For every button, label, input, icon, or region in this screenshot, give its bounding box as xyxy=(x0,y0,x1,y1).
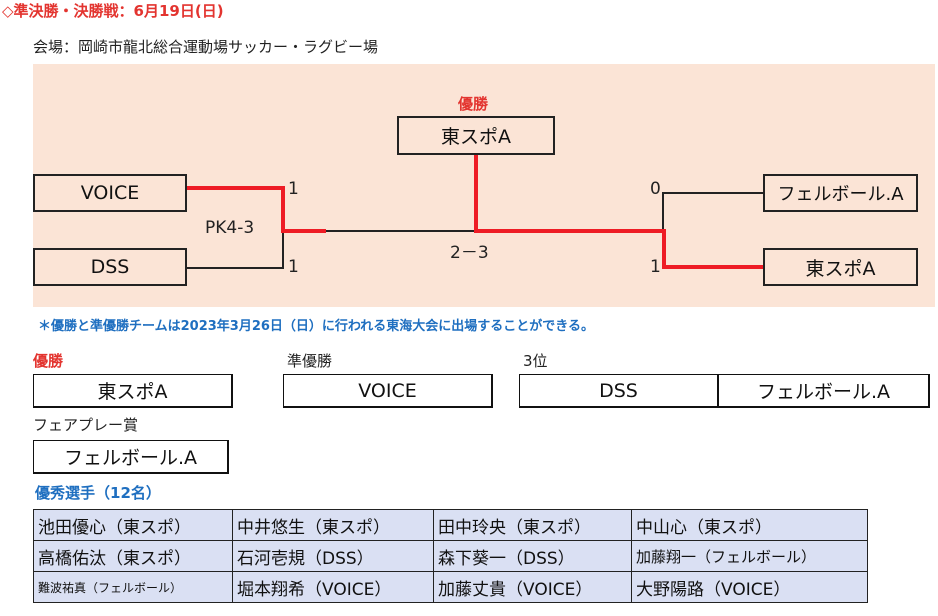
page-title: ◇準決勝・決勝戦：6月19日(日) xyxy=(2,2,224,20)
score-left-bottom: 1 xyxy=(288,257,299,277)
award-fairplay-label: フェアプレー賞 xyxy=(33,416,139,434)
award-third-label: 3位 xyxy=(523,352,548,370)
bracket-line-left-vertical-winner xyxy=(281,186,285,232)
award-third-name-1: DSS xyxy=(599,379,638,402)
bracket-team-right-top: フェルボール.A xyxy=(763,174,918,212)
player-cell: 加藤翔一（フェルボール） xyxy=(631,540,868,572)
bracket-line-left-vertical xyxy=(282,230,284,268)
player-cell: 大野陽路（VOICE） xyxy=(631,571,868,603)
award-fairplay-box: フェルボール.A xyxy=(33,440,229,474)
table-row: 難波祐真（フェルボール） 堀本翔希（VOICE） 加藤丈貴（VOICE） 大野陽… xyxy=(33,571,868,603)
bracket-team-right-top-name: フェルボール.A xyxy=(777,184,904,205)
award-runner-up-name: VOICE xyxy=(358,379,417,402)
score-left-top: 1 xyxy=(288,179,299,199)
award-runner-up-box: VOICE xyxy=(283,374,493,408)
player-cell: 難波祐真（フェルボール） xyxy=(33,571,233,603)
award-fairplay-name: フェルボール.A xyxy=(63,447,198,469)
bracket-line-right-vertical-winner xyxy=(662,229,666,269)
player-cell: 中山心（東スポ） xyxy=(631,509,868,541)
player-cell: 石河壱規（DSS） xyxy=(232,540,434,572)
player-cell: 堀本翔希（VOICE） xyxy=(232,571,434,603)
bracket-line-center-right-winner xyxy=(474,229,664,233)
award-champion-label: 優勝 xyxy=(33,352,64,370)
score-final: 2－3 xyxy=(450,243,489,263)
score-right-bottom: 1 xyxy=(650,257,661,277)
bracket-champion-name: 東スポA xyxy=(441,126,511,148)
score-left-pk: PK4-3 xyxy=(205,218,255,238)
award-champion-box: 東スポA xyxy=(33,374,233,408)
player-cell: 加藤丈貴（VOICE） xyxy=(433,571,632,603)
bracket-team-right-bottom: 東スポA xyxy=(763,248,918,286)
bracket-team-left-bottom-name: DSS xyxy=(90,256,130,278)
bracket-line-center-left xyxy=(326,230,476,232)
players-table: 池田優心（東スポ） 中井悠生（東スポ） 田中玲央（東スポ） 中山心（東スポ） 高… xyxy=(33,509,868,603)
award-runner-up-label: 準優勝 xyxy=(287,352,333,370)
bracket-line-right-vertical xyxy=(662,192,664,232)
player-cell: 池田優心（東スポ） xyxy=(33,509,233,541)
players-title: 優秀選手（12名） xyxy=(35,484,161,502)
bracket-champion-box: 東スポA xyxy=(397,116,555,155)
score-right-top: 0 xyxy=(650,179,661,199)
player-cell: 中井悠生（東スポ） xyxy=(232,509,434,541)
award-third-box-2: フェルボール.A xyxy=(718,374,930,408)
player-cell: 田中玲央（東スポ） xyxy=(433,509,632,541)
award-champion-name: 東スポA xyxy=(97,381,168,403)
award-third-box-1: DSS xyxy=(519,374,719,408)
player-cell: 森下葵一（DSS） xyxy=(433,540,632,572)
venue-text: 会場：岡崎市龍北総合運動場サッカー・ラグビー場 xyxy=(33,38,379,56)
bracket-champion-label: 優勝 xyxy=(458,95,489,113)
bracket-team-left-top: VOICE xyxy=(33,174,187,212)
qualification-note: ＊優勝と準優勝チームは2023年3月26日（日）に行われる東海大会に出場すること… xyxy=(38,319,595,334)
bracket-line-left-advance-winner xyxy=(281,229,326,233)
table-row: 高橋佑汰（東スポ） 石河壱規（DSS） 森下葵一（DSS） 加藤翔一（フェルボー… xyxy=(33,540,868,572)
player-cell: 高橋佑汰（東スポ） xyxy=(33,540,233,572)
bracket-line-left-bottom xyxy=(187,267,284,269)
bracket-team-left-top-name: VOICE xyxy=(80,182,140,204)
bracket-team-left-bottom: DSS xyxy=(33,248,187,286)
bracket-line-left-top-winner xyxy=(187,186,283,190)
table-row: 池田優心（東スポ） 中井悠生（東スポ） 田中玲央（東スポ） 中山心（東スポ） xyxy=(33,509,868,541)
bracket-line-right-bottom-winner xyxy=(662,265,763,269)
award-third-name-2: フェルボール.A xyxy=(756,381,891,403)
bracket-line-champion-vertical xyxy=(474,155,478,233)
bracket-line-right-top xyxy=(662,192,763,194)
bracket-team-right-bottom-name: 東スポA xyxy=(805,257,876,280)
